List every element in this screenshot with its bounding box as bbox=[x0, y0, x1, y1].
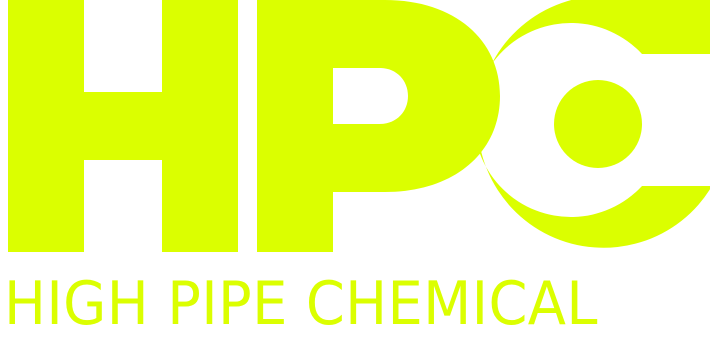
hpc-monogram-graphic bbox=[8, 0, 710, 252]
company-name: HIGH PIPE CHEMICAL bbox=[4, 269, 598, 339]
letter-p-shape bbox=[257, 0, 500, 252]
hpc-monogram bbox=[8, 0, 710, 252]
letter-h-shape bbox=[8, 0, 238, 252]
letter-c-disc bbox=[554, 80, 642, 168]
letter-c-shape bbox=[474, 0, 710, 248]
